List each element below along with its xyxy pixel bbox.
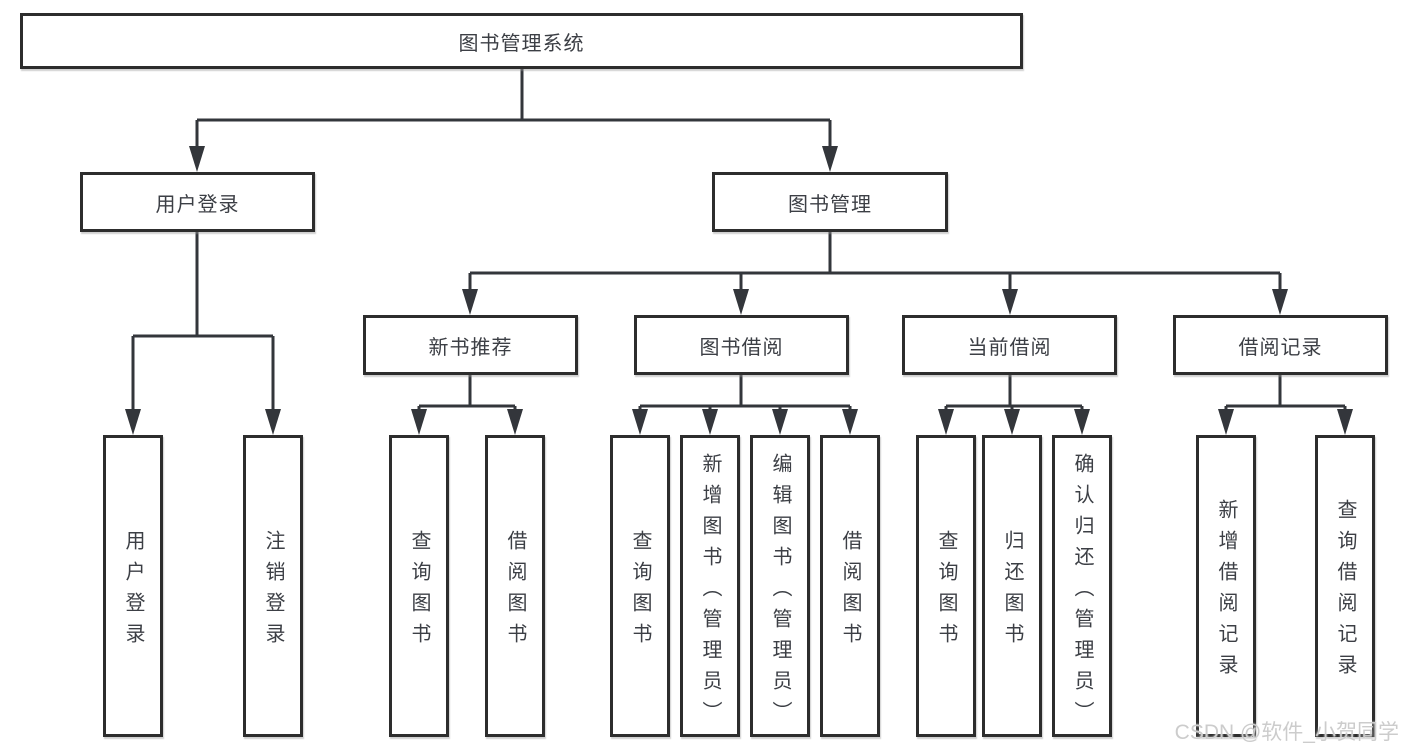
node-current-borrow: 当前借阅: [902, 315, 1117, 375]
arrow-down-icon: [632, 409, 648, 435]
arrow-down-icon: [772, 409, 788, 435]
arrow-down-icon: [507, 409, 523, 435]
arrow-down-icon: [1002, 289, 1018, 315]
node-label: 查询图书: [935, 530, 957, 654]
csdn-watermark: CSDN @软件_小贺同学: [1174, 721, 1399, 744]
node-label: 确认归还（管理员）: [1071, 452, 1093, 732]
leaf-recommend-borrow-books: 借阅图书: [485, 435, 545, 737]
arrow-down-icon: [125, 409, 141, 435]
node-label: 新增借阅记录: [1215, 499, 1237, 685]
leaf-borrow-books: 借阅图书: [820, 435, 880, 737]
node-label: 用户登录: [122, 530, 144, 654]
node-user-login: 用户登录: [80, 172, 315, 232]
node-label: 编辑图书（管理员）: [769, 452, 791, 732]
arrow-down-icon: [1074, 409, 1090, 435]
arrow-down-icon: [411, 409, 427, 435]
arrow-down-icon: [842, 409, 858, 435]
arrow-down-icon: [462, 289, 478, 315]
arrow-down-icon: [189, 146, 205, 172]
arrow-down-icon: [733, 289, 749, 315]
connector-new-book-recommend: [417, 375, 517, 411]
leaf-confirm-return-admin: 确认归还（管理员）: [1052, 435, 1112, 737]
node-label: 借阅图书: [504, 530, 526, 654]
connector-book-borrow: [638, 375, 852, 411]
node-root-system: 图书管理系统: [20, 13, 1023, 69]
leaf-logout: 注销登录: [243, 435, 303, 737]
leaf-current-query-books: 查询图书: [916, 435, 976, 737]
leaf-add-books-admin: 新增图书（管理员）: [680, 435, 740, 737]
node-new-book-recommend: 新书推荐: [363, 315, 578, 375]
node-label: 当前借阅: [967, 336, 1052, 359]
arrow-down-icon: [1004, 409, 1020, 435]
leaf-query-borrow-record: 查询借阅记录: [1315, 435, 1375, 737]
node-label: 新书推荐: [428, 336, 513, 359]
arrow-down-icon: [1272, 289, 1288, 315]
node-label: 查询借阅记录: [1334, 499, 1356, 685]
node-label: 图书管理系统: [458, 32, 585, 55]
node-label: 查询图书: [408, 530, 430, 654]
node-label: 注销登录: [262, 530, 284, 654]
connector-root: [195, 69, 832, 148]
connector-user-login: [131, 232, 275, 411]
node-borrow-records: 借阅记录: [1173, 315, 1388, 375]
leaf-user-login: 用户登录: [103, 435, 163, 737]
node-book-management: 图书管理: [712, 172, 948, 232]
arrow-down-icon: [1337, 409, 1353, 435]
leaf-return-books: 归还图书: [982, 435, 1042, 737]
node-label: 借阅记录: [1238, 336, 1323, 359]
connector-borrow-records: [1224, 375, 1347, 411]
node-label: 查询图书: [629, 530, 651, 654]
node-book-borrow: 图书借阅: [634, 315, 849, 375]
connector-book-management: [468, 232, 1282, 291]
node-label: 新增图书（管理员）: [699, 452, 721, 732]
node-label: 用户登录: [155, 193, 240, 216]
arrow-down-icon: [702, 409, 718, 435]
arrow-down-icon: [938, 409, 954, 435]
leaf-edit-books-admin: 编辑图书（管理员）: [750, 435, 810, 737]
leaf-borrow-query-books: 查询图书: [610, 435, 670, 737]
node-label: 借阅图书: [839, 530, 861, 654]
node-label: 图书借阅: [699, 336, 784, 359]
node-label: 图书管理: [788, 193, 872, 216]
arrow-down-icon: [265, 409, 281, 435]
arrow-down-icon: [1218, 409, 1234, 435]
connector-current-borrow: [944, 375, 1084, 411]
arrow-down-icon: [822, 146, 838, 172]
leaf-add-borrow-record: 新增借阅记录: [1196, 435, 1256, 737]
node-label: 归还图书: [1001, 530, 1023, 654]
leaf-recommend-query-books: 查询图书: [389, 435, 449, 737]
